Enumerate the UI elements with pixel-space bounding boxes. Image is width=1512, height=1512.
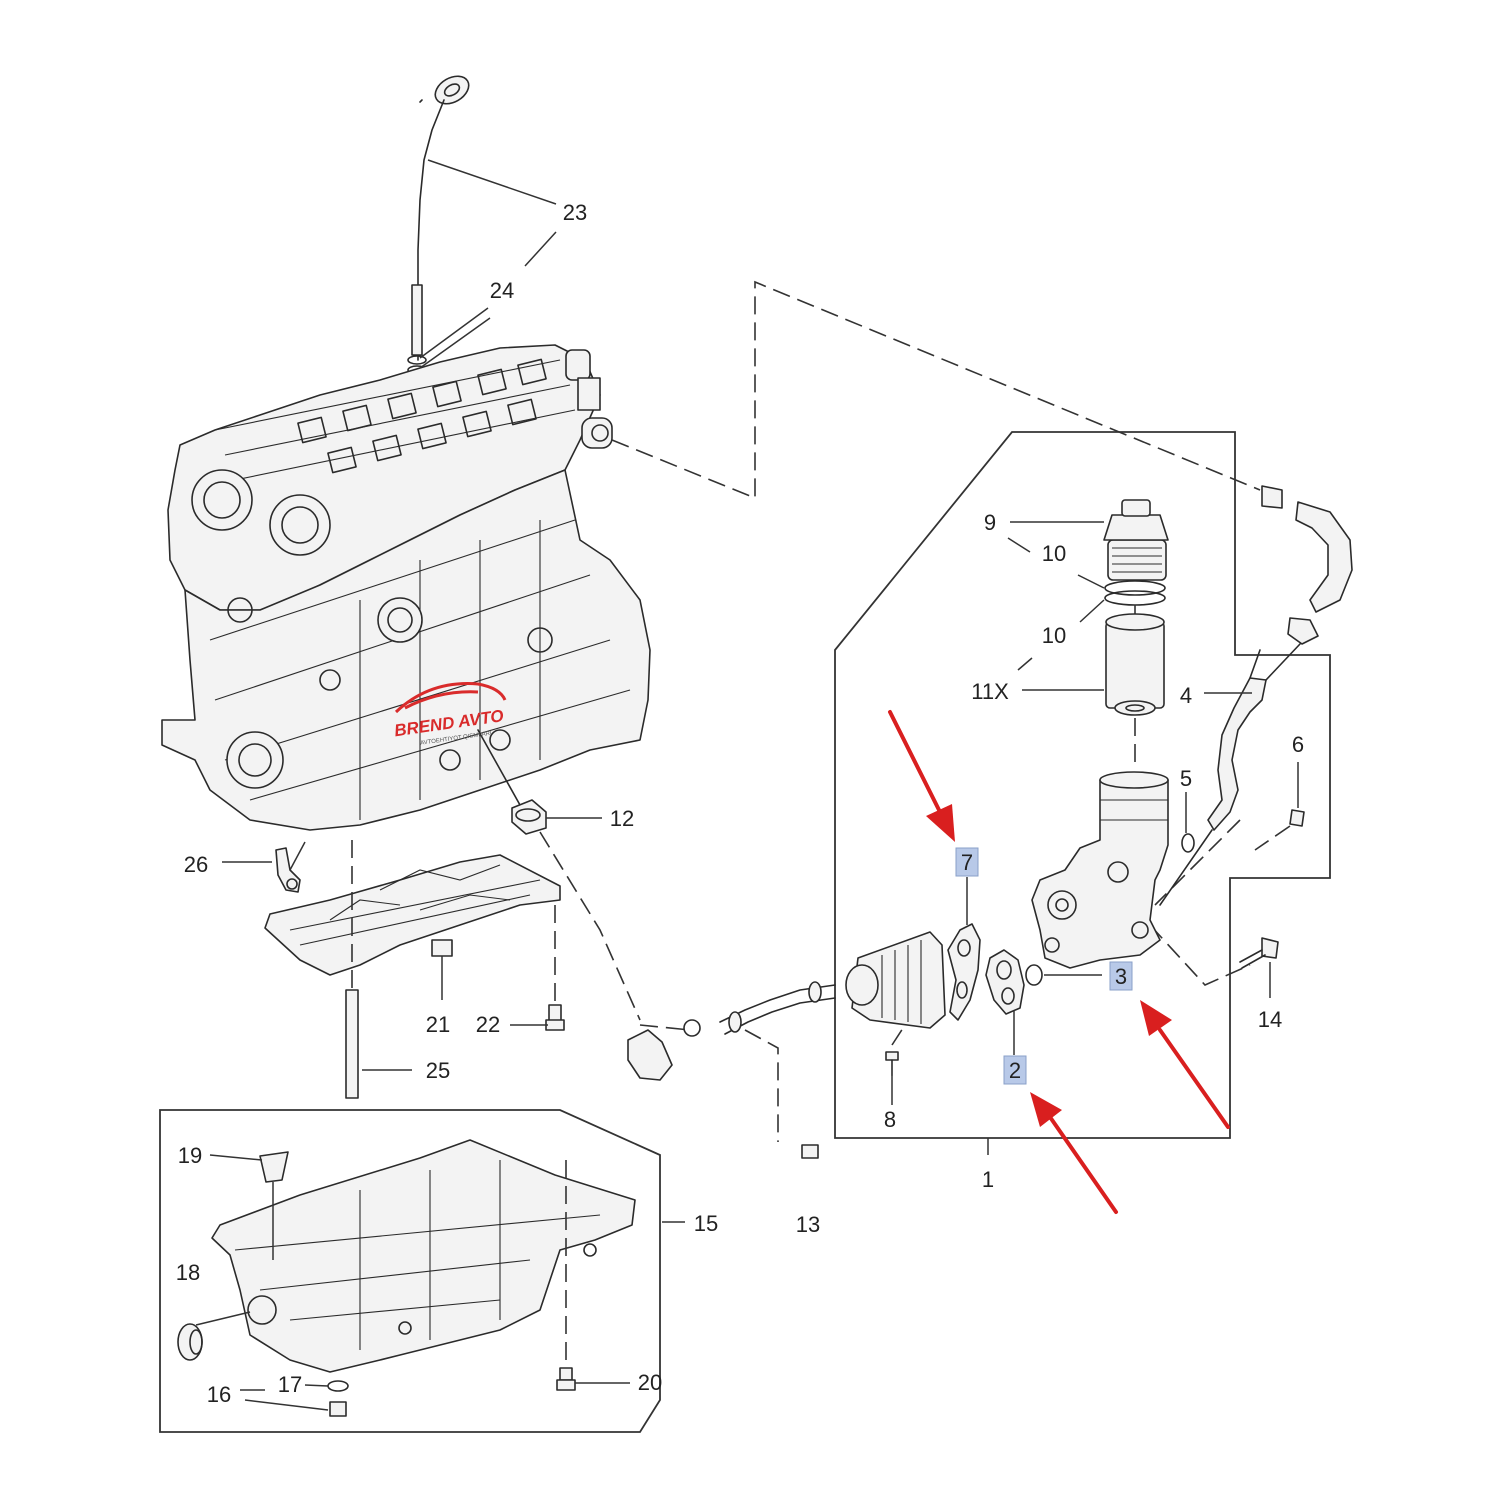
- baffle-bolt: [545, 905, 565, 1031]
- callout-2-highlight: [1003, 1055, 1027, 1085]
- oil-cooler: [845, 931, 946, 1029]
- arrow-head-2: [1030, 1092, 1062, 1127]
- arrow-to-3: [1158, 1028, 1230, 1129]
- arrow-head-3: [1140, 1000, 1172, 1036]
- cooler-return-hose: [627, 981, 836, 1081]
- callout-leaders: [222, 159, 1252, 1384]
- connection-lines: [611, 280, 1261, 1142]
- callout-16: 16: [207, 1382, 231, 1407]
- callout-15: 15: [694, 1211, 718, 1236]
- engine-block: [161, 344, 651, 831]
- housing-mount-bolt: [1239, 937, 1279, 998]
- camshaft-bearing-caps: [297, 358, 547, 474]
- pipe-o-ring: [1181, 792, 1195, 853]
- callout-8: 8: [884, 1107, 896, 1132]
- callout-12: 12: [610, 806, 634, 831]
- oil-filter-cap: [1103, 499, 1169, 581]
- coolant-hose: [1261, 485, 1353, 681]
- arrow-to-7: [888, 710, 942, 814]
- callout-3: 3: [1115, 964, 1127, 989]
- callout-10-lower: 10: [1042, 623, 1066, 648]
- callout-17: 17: [278, 1372, 302, 1397]
- callout-labels: 23 24 12 26 21 22 25 19 15 18 17 16 20 9…: [176, 200, 1304, 1407]
- callout-2: 2: [1009, 1058, 1021, 1083]
- callout-10-upper: 10: [1042, 541, 1066, 566]
- pipe-bolt: [1254, 762, 1305, 851]
- coolant-pipe: [1159, 649, 1267, 906]
- oil-level-sensor-bracket: [275, 841, 306, 893]
- arrow-to-2: [1048, 1115, 1118, 1214]
- callout-14: 14: [1258, 1007, 1282, 1032]
- oil-filter-housing: [1031, 771, 1169, 969]
- cooler-bolt: [885, 1024, 906, 1105]
- o-ring-seal: [1025, 964, 1102, 986]
- callout-18: 18: [176, 1260, 200, 1285]
- oil-filter-module-group: [834, 431, 1331, 1155]
- callout-13: 13: [796, 1212, 820, 1237]
- callout-19: 19: [178, 1143, 202, 1168]
- oil-pan-group: [159, 1109, 661, 1433]
- red-pointer-arrows: [888, 710, 1230, 1214]
- callout-1: 1: [982, 1167, 994, 1192]
- callout-22: 22: [476, 1012, 500, 1037]
- callout-20: 20: [638, 1370, 662, 1395]
- hose-bracket-bolt: [801, 1144, 819, 1159]
- arrow-head-7: [926, 804, 955, 842]
- callout-23: 23: [563, 200, 587, 225]
- oil-pickup-tube: [345, 840, 359, 1099]
- callout-21: 21: [426, 1012, 450, 1037]
- callout-26: 26: [184, 852, 208, 877]
- callout-7: 7: [961, 850, 973, 875]
- cooler-gasket: [947, 877, 981, 1021]
- callout-9: 9: [984, 510, 996, 535]
- oil-pressure-sensor: [511, 799, 641, 1021]
- highlighted-callouts: 7 2 3: [955, 847, 1133, 1085]
- callout-3-highlight: [1109, 961, 1133, 991]
- oil-filter-element: [1105, 613, 1165, 770]
- callout-7-highlight: [955, 847, 979, 877]
- filter-housing-gasket: [985, 949, 1025, 1055]
- callout-25: 25: [426, 1058, 450, 1083]
- callout-6: 6: [1292, 732, 1304, 757]
- callout-4: 4: [1180, 683, 1192, 708]
- callout-24: 24: [490, 278, 514, 303]
- oil-baffle-plate: [264, 854, 561, 1000]
- callout-5: 5: [1180, 766, 1192, 791]
- callout-11x: 11X: [971, 679, 1009, 704]
